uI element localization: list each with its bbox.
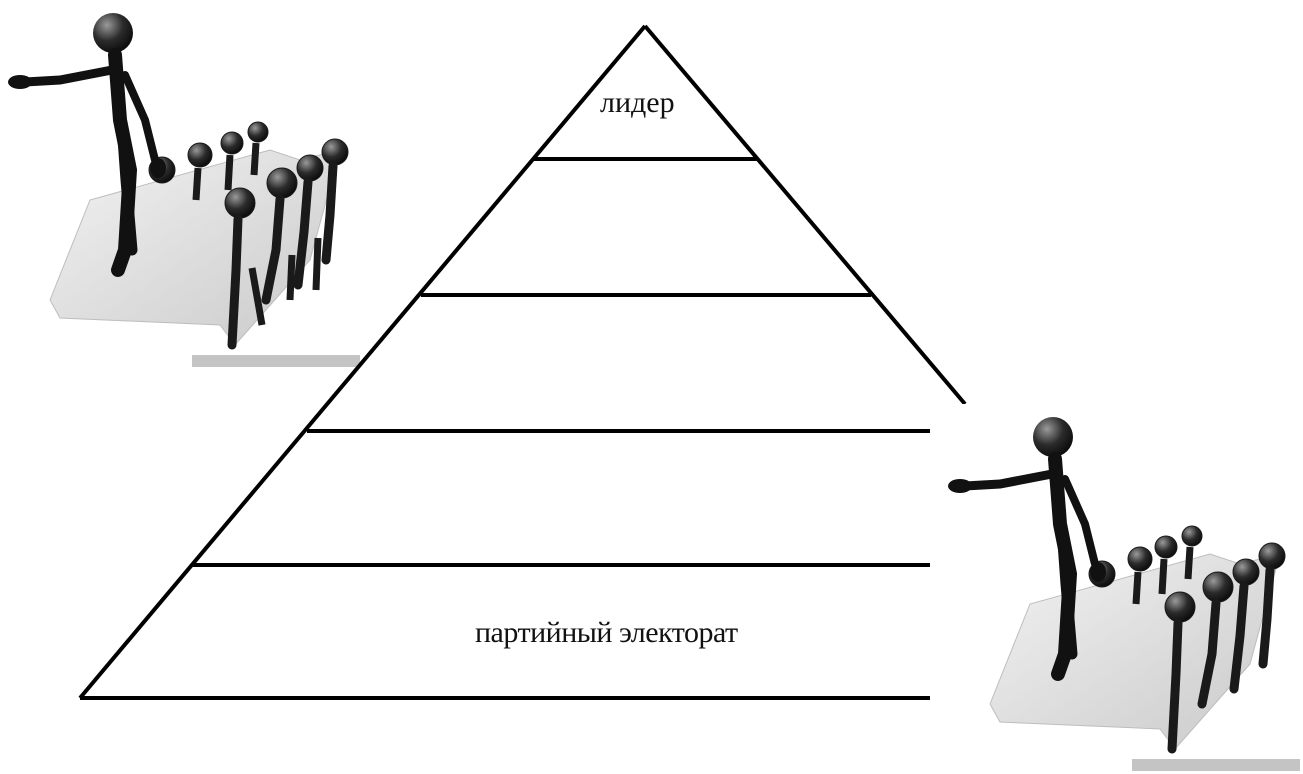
pyramid-level-5-label: партийный электорат — [475, 616, 738, 649]
leader-with-followers-icon-right — [948, 417, 1300, 771]
pyramid-right-edge — [643, 24, 967, 406]
leader-figure — [8, 13, 166, 277]
pyramid-outline — [80, 26, 965, 698]
leader-with-followers-icon-left — [8, 13, 360, 367]
pyramid-left-edge — [78, 24, 647, 700]
pyramid-level-1-label: лидер — [600, 86, 675, 119]
